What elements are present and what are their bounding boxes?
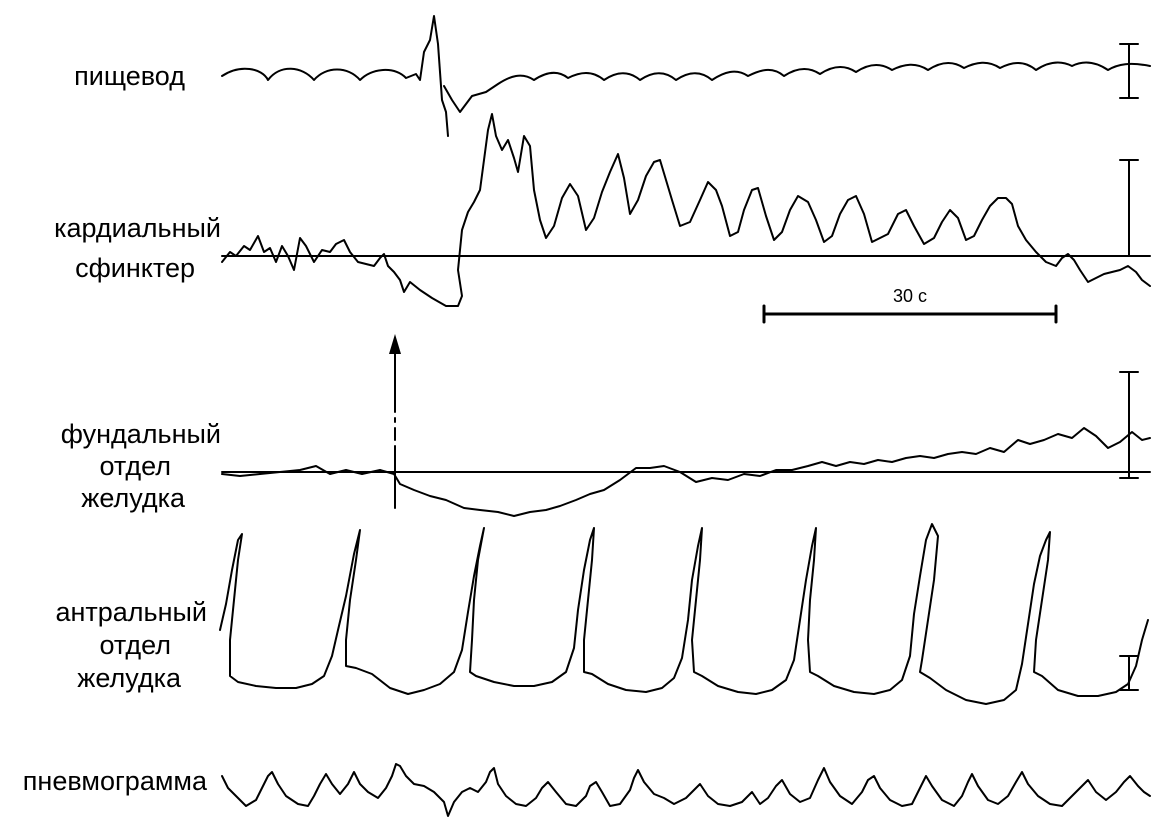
scale-bar-fundus bbox=[1119, 371, 1139, 479]
esophagus-trace bbox=[221, 15, 1151, 137]
label-pneumogram: пневмограмма bbox=[22, 766, 207, 796]
pneumogram-trace bbox=[221, 763, 1151, 817]
label-esophagus: пищевод bbox=[74, 61, 185, 91]
fundus-trace bbox=[221, 427, 1151, 517]
time-scale-label: 30 с bbox=[893, 286, 927, 306]
label-fundus-line2: отдел bbox=[99, 451, 171, 481]
cardia-trace bbox=[221, 113, 1151, 307]
label-antrum-line1: антральный bbox=[55, 597, 207, 627]
label-fundus-line1: фундальный bbox=[60, 419, 221, 449]
scale-bar-esophagus bbox=[1119, 43, 1139, 99]
time-scale-bar bbox=[762, 304, 1058, 324]
antrum-trace bbox=[219, 523, 1149, 705]
label-antrum-line3: желудка bbox=[77, 663, 181, 693]
label-fundus-line3: желудка bbox=[81, 483, 185, 513]
scale-bar-antrum bbox=[1119, 655, 1139, 691]
scale-bar-cardia bbox=[1119, 159, 1139, 257]
label-antrum-line2: отдел bbox=[99, 630, 171, 660]
stimulus-arrowhead bbox=[389, 334, 401, 354]
label-cardia-line2: сфинктер bbox=[75, 253, 195, 283]
label-cardia-line1: кардиальный bbox=[54, 213, 221, 243]
